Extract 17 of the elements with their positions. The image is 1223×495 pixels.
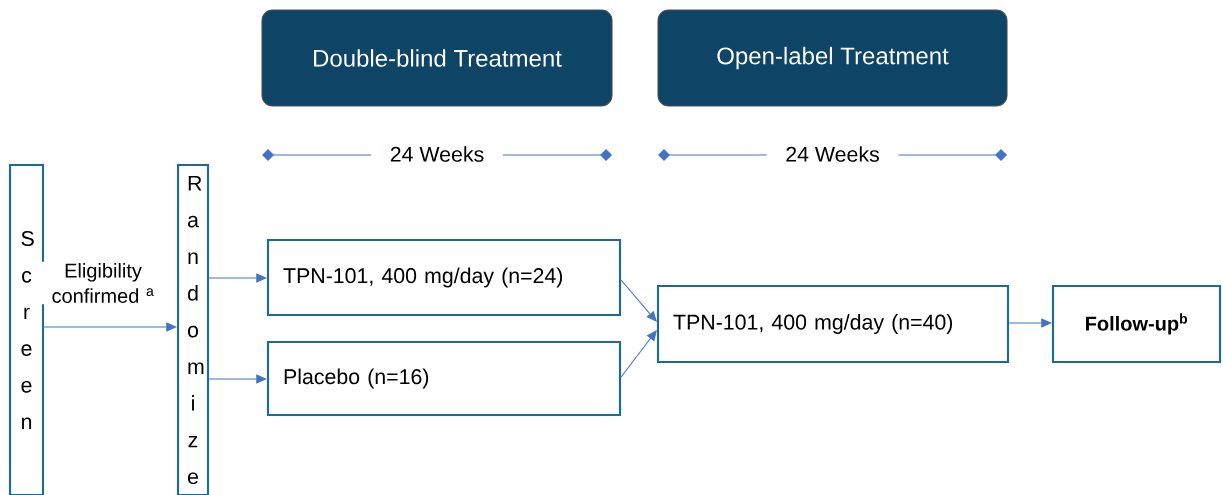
arrow [43,322,177,332]
treatment-box: TPN-101, 400 mg/day (n=24) [266,238,622,317]
duration-label: 24 Weeks [371,143,503,165]
arrow [208,273,267,283]
duration-label: 24 Weeks [766,143,899,165]
arrow [208,374,267,384]
vertical-label-box: Randomize [176,163,210,495]
edge-label: Eligibility confirmed $^{a}$ [38,261,168,305]
treatment-box: TPN-101, 400 mg/day (n=40) [656,284,1010,364]
phase-header-box: Open-label Treatment [657,9,1008,107]
arrow [620,330,657,378]
follow-up-box: Follow-up$^{b}$ [1051,284,1222,364]
arrow [1008,318,1052,328]
vertical-label-box: Screen [8,163,45,495]
treatment-box: Placebo (n=16) [266,340,622,417]
arrow [620,279,657,322]
phase-header-box: Double-blind Treatment [261,9,613,107]
